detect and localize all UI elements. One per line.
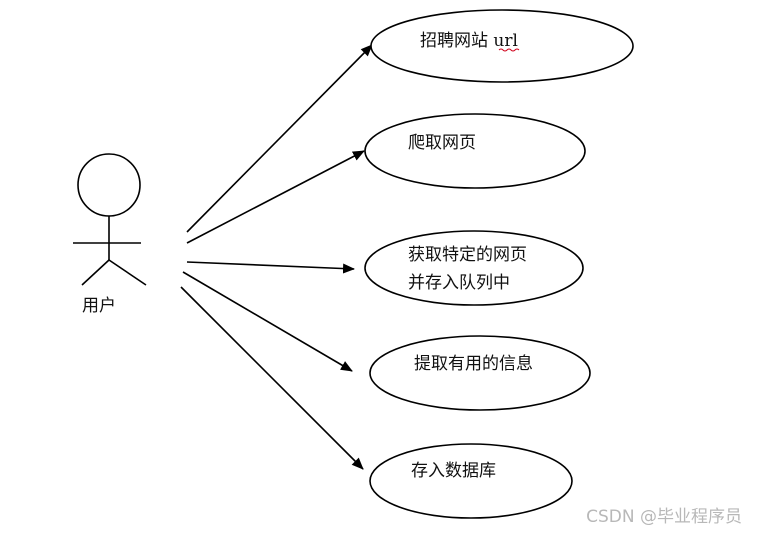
use-case-3-ellipse [364, 230, 584, 306]
use-case-1-ellipse [370, 9, 634, 83]
use-case-1-label: 招聘网站 url [420, 31, 518, 51]
actor-right-leg [108, 259, 147, 286]
watermark: CSDN @毕业程序员 [586, 507, 742, 527]
use-case-3-label-line1: 获取特定的网页 [408, 245, 527, 265]
use-case-2-ellipse [364, 113, 586, 189]
actor-left-leg [81, 259, 110, 286]
actor-user: 用户 [73, 153, 147, 316]
use-case-2-label: 爬取网页 [408, 133, 476, 153]
arrow-to-uc2 [186, 150, 365, 244]
use-case-3-label-line2: 并存入队列中 [408, 273, 510, 293]
use-case-4-ellipse [369, 335, 591, 411]
use-case-4: 提取有用的信息 [369, 335, 591, 411]
use-case-4-label: 提取有用的信息 [414, 354, 533, 374]
use-case-5: 存入数据库 [369, 443, 573, 519]
use-case-5-ellipse [369, 443, 573, 519]
actor-head [77, 153, 141, 217]
arrow-to-uc3 [186, 261, 355, 274]
arrow-to-uc5 [180, 286, 364, 470]
use-case-5-label: 存入数据库 [411, 461, 496, 481]
actor-label: 用户 [82, 296, 116, 316]
spellcheck-underline [498, 48, 520, 52]
use-case-3: 获取特定的网页 并存入队列中 [364, 230, 584, 306]
use-case-1: 招聘网站 url [370, 9, 634, 83]
use-case-2: 爬取网页 [364, 113, 586, 189]
arrow-to-uc1 [186, 44, 373, 233]
arrow-to-uc4 [182, 271, 353, 372]
